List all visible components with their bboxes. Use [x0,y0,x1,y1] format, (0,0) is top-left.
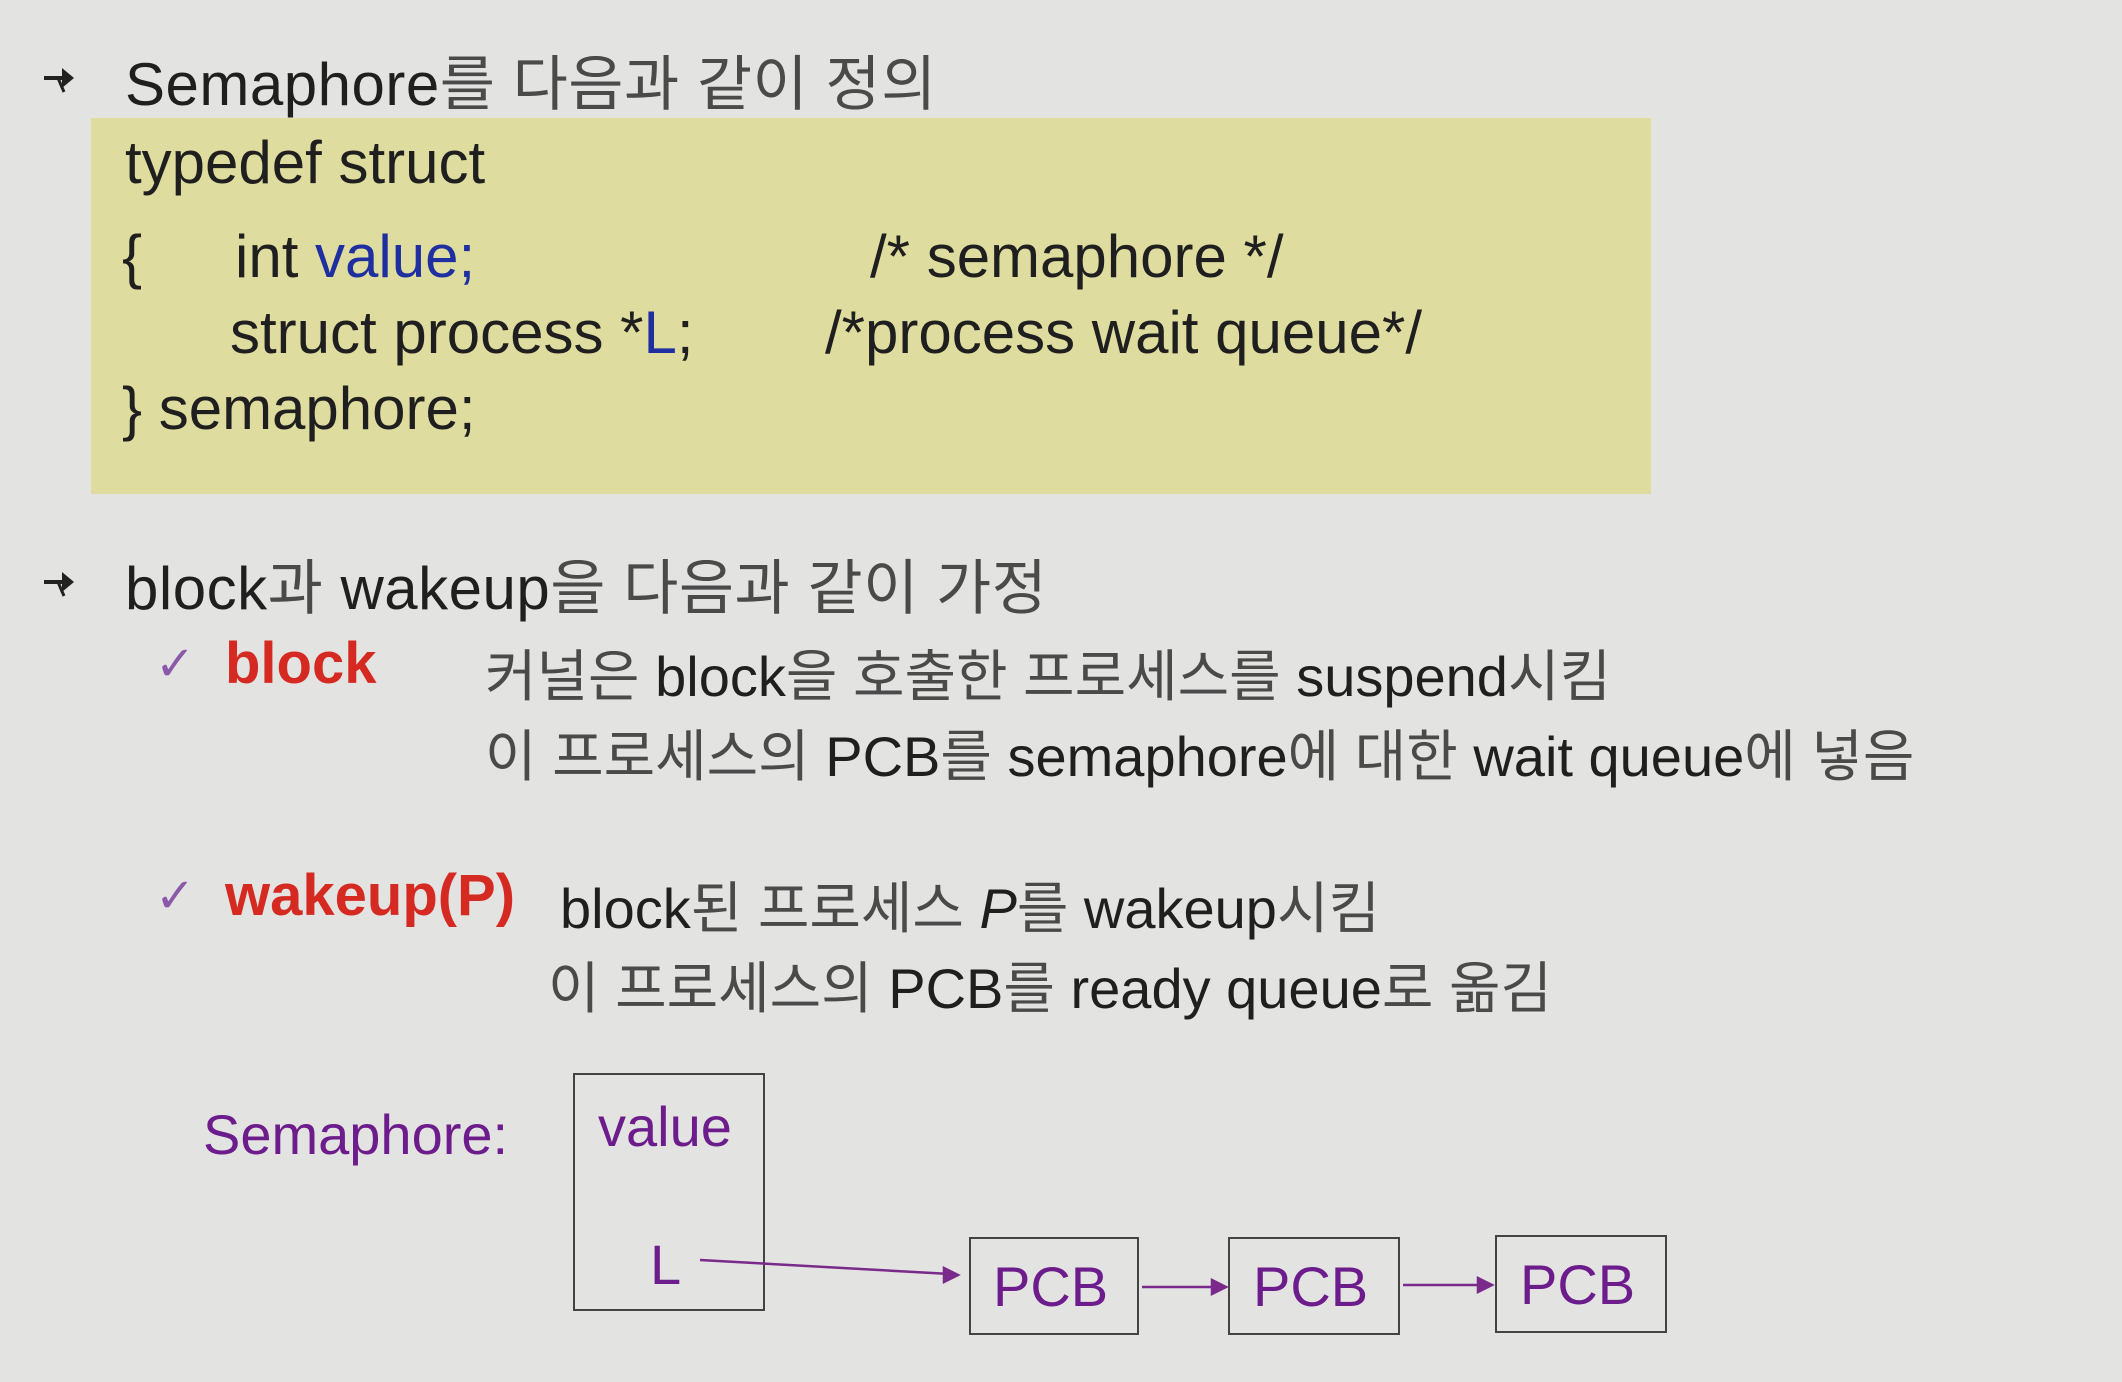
code-line-close: } semaphore; [122,375,476,442]
code-open-brace: { [122,223,143,290]
pcb-label-2: PCB [1253,1255,1369,1318]
section1-heading: Semaphore를 다음과 같이 정의 [125,36,937,123]
term-block: block [225,631,377,696]
bullet-arrow-icon [44,68,74,93]
pcb-box-2 [1228,1237,1400,1335]
bullet-arrow-icon [44,572,74,597]
arrowhead-icon [1210,1277,1229,1297]
code-var-L: L [643,299,677,366]
heading-semaphore: Semaphore [125,51,440,118]
wakeup-desc-line2: 이 프로세스의 PCB를 ready queue로 옮김 [548,957,1552,1020]
code-var-value: value; [315,223,476,290]
field-value: value [598,1095,732,1158]
section2-heading: block과 wakeup을 다음과 같이 가정 [125,555,1048,622]
arrowhead-icon [1476,1275,1495,1295]
wakeup-desc-line1: block된 프로세스 P를 wakeup시킴 [560,877,1380,940]
pcb-box-3 [1495,1235,1667,1333]
term-wakeup: wakeup(P) [225,863,516,928]
pcb-label-3: PCB [1520,1253,1636,1316]
code-block [91,118,1651,494]
check-icon: ✓ [155,638,196,691]
code-comment-wait-queue: /*process wait queue*/ [825,299,1423,366]
diagram-label-semaphore: Semaphore: [203,1103,509,1166]
semaphore-struct-box [573,1073,765,1311]
block-desc-line2: 이 프로세스의 PCB를 semaphore에 대한 wait queue에 넣… [485,725,1915,788]
code-line-value: int value; [235,223,476,290]
check-icon: ✓ [155,870,196,923]
heading-ko-define: 를 다음과 같이 정의 [439,51,937,118]
block-desc-line1: 커널은 block을 호출한 프로세스를 suspend시킴 [485,645,1611,708]
code-line-process: struct process *L; [230,299,694,366]
arrow-L-to-pcb1 [699,1258,951,1276]
pcb-box-1 [969,1237,1139,1335]
code-line-typedef: typedef struct [125,129,486,196]
code-comment-semaphore: /* semaphore */ [870,223,1284,290]
field-L: L [650,1233,682,1296]
pcb-label-1: PCB [993,1255,1109,1318]
arrowhead-icon [942,1265,961,1285]
